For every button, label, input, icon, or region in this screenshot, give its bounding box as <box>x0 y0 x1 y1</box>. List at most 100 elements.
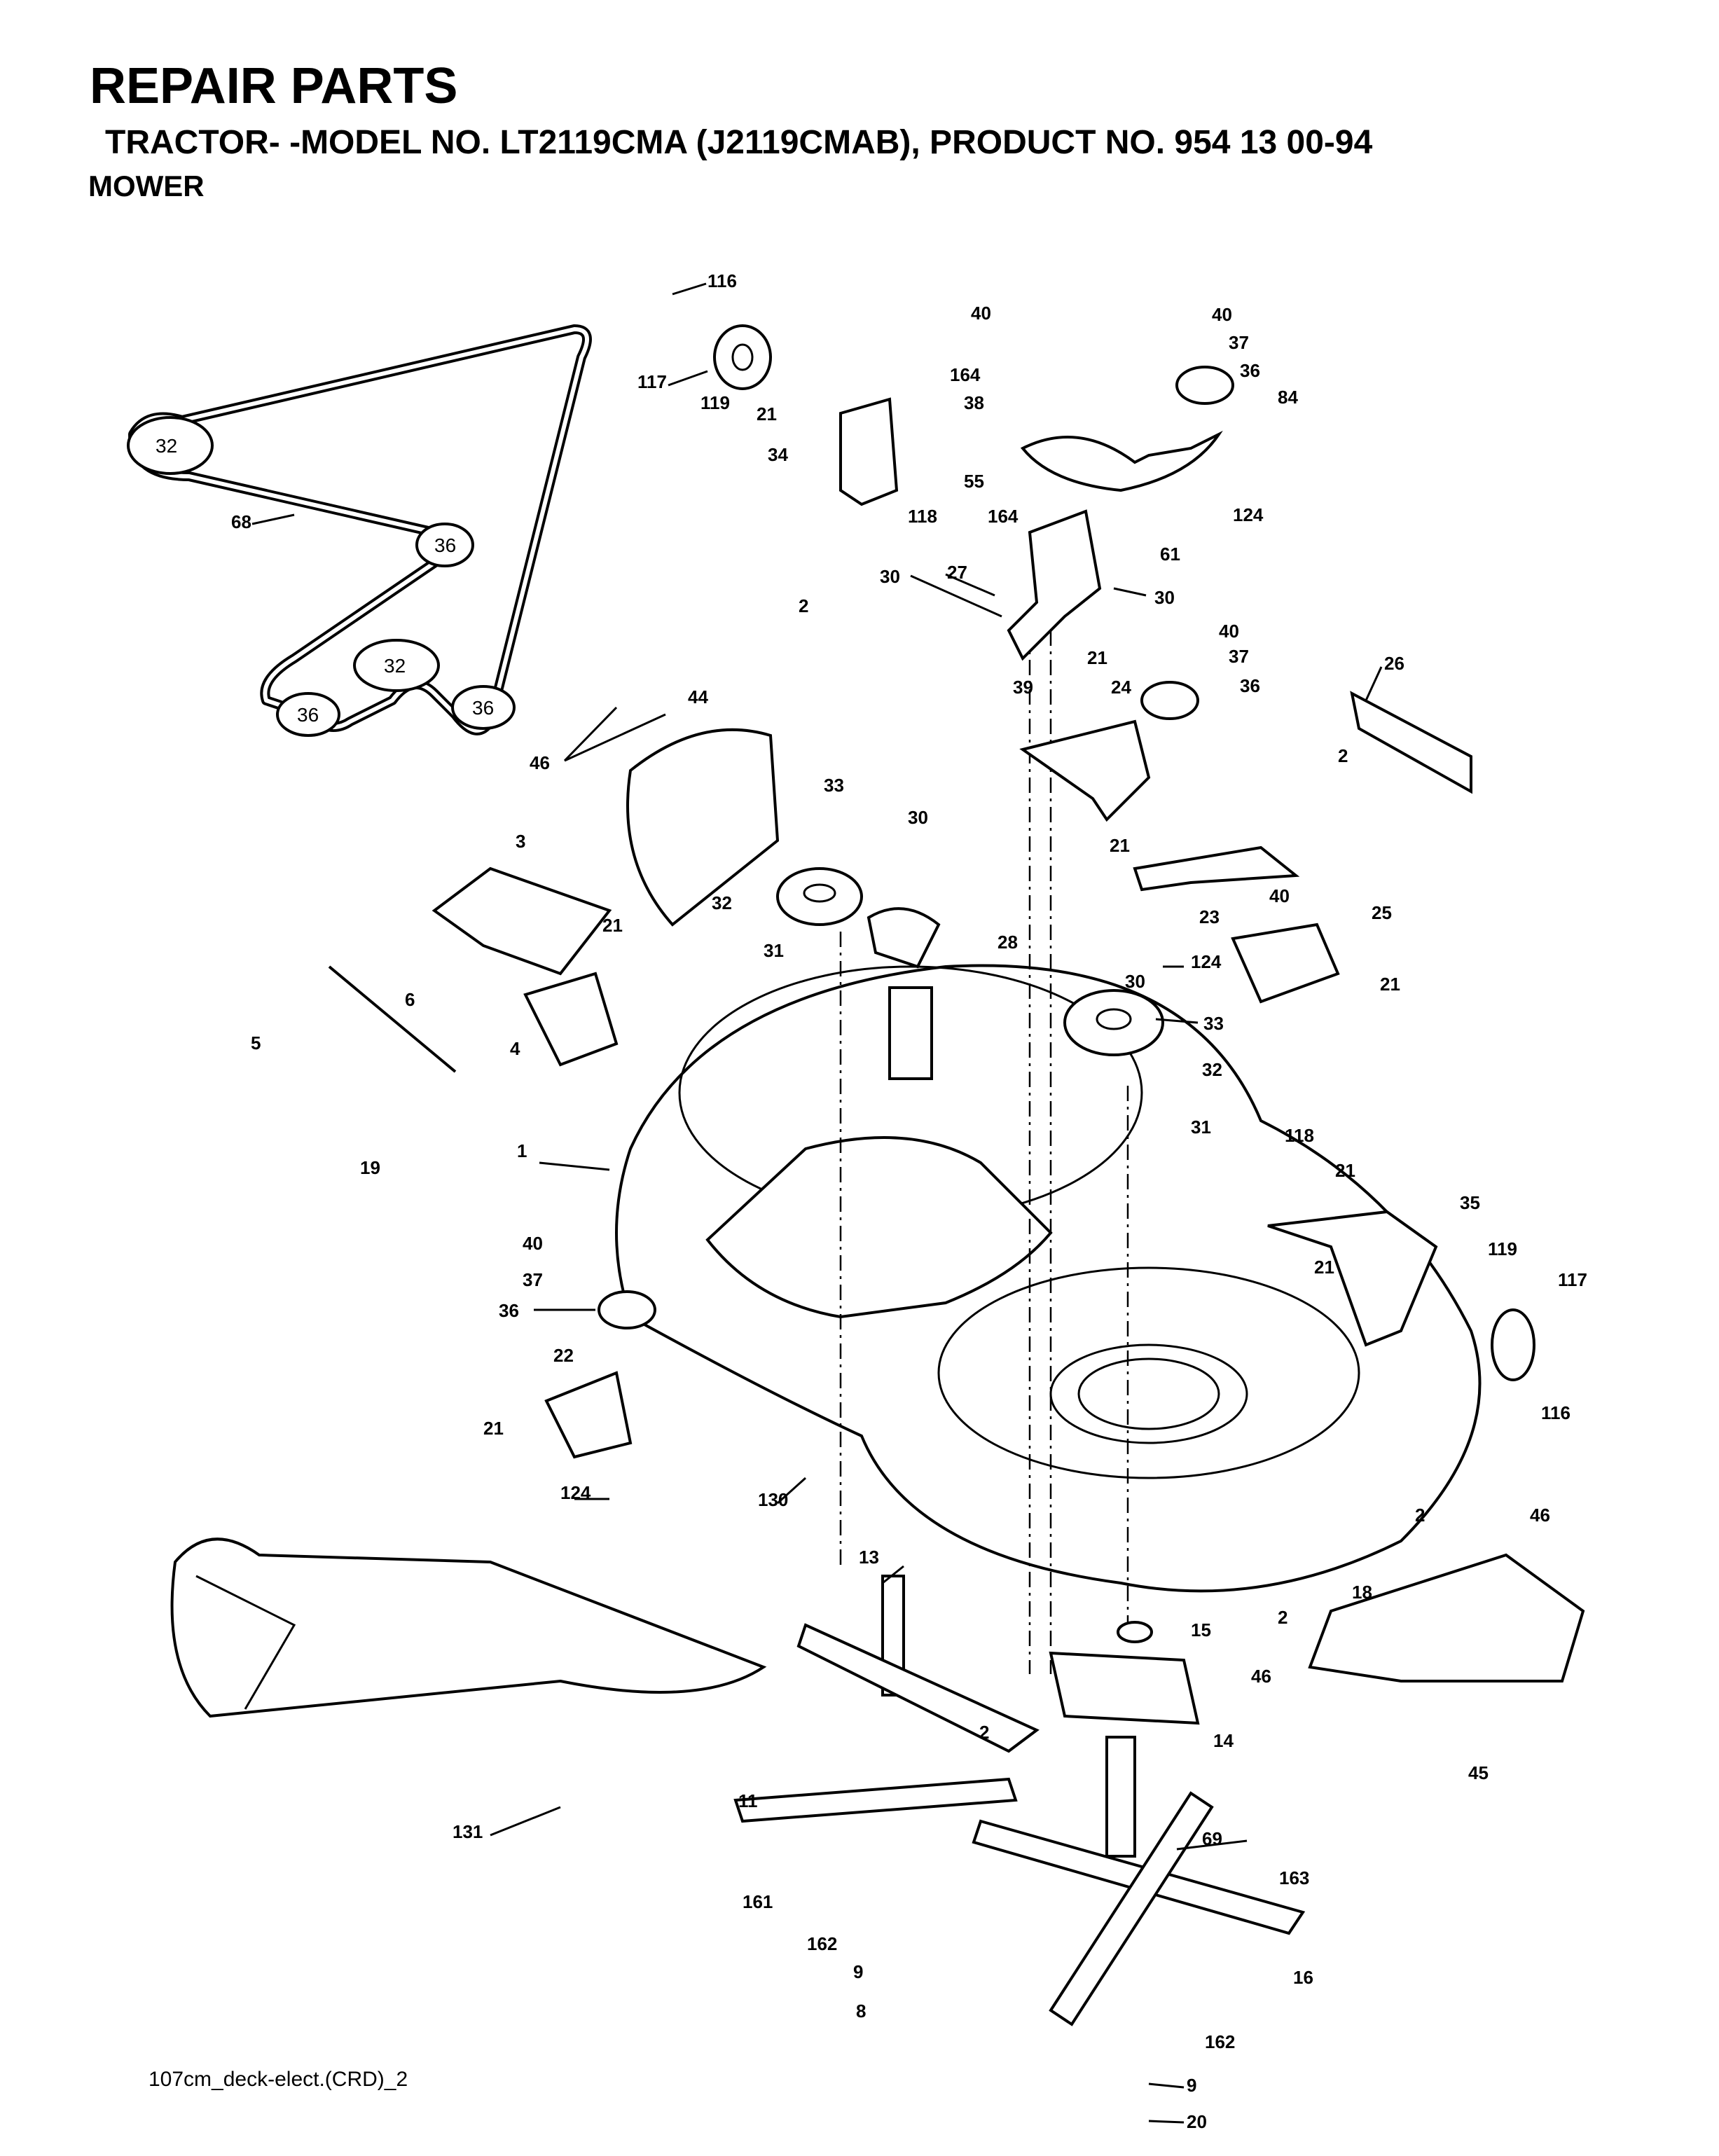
callout: 40 <box>1269 885 1290 906</box>
callout: 39 <box>1013 677 1033 698</box>
callout: 44 <box>688 686 708 707</box>
callout: 37 <box>523 1269 543 1290</box>
callout: 9 <box>853 1961 863 1982</box>
callout: 18 <box>1352 1582 1372 1603</box>
callout: 21 <box>1110 835 1130 856</box>
callout: 21 <box>1335 1160 1355 1181</box>
callout: 38 <box>964 392 984 413</box>
callout: 35 <box>1460 1192 1480 1213</box>
callout: 2 <box>1415 1505 1425 1526</box>
callout: 9 <box>1187 2075 1196 2096</box>
callout: 33 <box>1203 1013 1224 1034</box>
callout: 2 <box>1278 1607 1287 1628</box>
callout: 30 <box>880 566 900 587</box>
callout: 34 <box>768 444 788 465</box>
belt-routing-diagram: 32 36 32 36 36 <box>127 324 592 737</box>
callout: 21 <box>757 403 777 424</box>
callout: 118 <box>1285 1125 1314 1146</box>
callout: 164 <box>988 506 1019 527</box>
callout: 1 <box>517 1140 527 1161</box>
callout: 4 <box>510 1038 520 1059</box>
callout: 15 <box>1191 1619 1211 1640</box>
belt-pulley-label: 36 <box>434 534 456 556</box>
drawing-id: 107cm_deck-elect.(CRD)_2 <box>149 2068 408 2091</box>
callout: 130 <box>758 1489 788 1510</box>
callout: 119 <box>1488 1238 1517 1259</box>
callout: 131 <box>453 1821 483 1842</box>
callout: 2 <box>979 1722 989 1743</box>
mower-deck-housing <box>615 630 1482 1674</box>
callout: 31 <box>1191 1117 1211 1138</box>
callout-labels: 116 117 119 21 34 118 40 164 38 55 164 4… <box>231 270 1587 2132</box>
callout: 40 <box>971 303 991 324</box>
callout: 164 <box>950 364 981 385</box>
belt-pulley-label: 36 <box>297 704 319 726</box>
callout: 162 <box>807 1933 837 1954</box>
callout: 68 <box>231 511 251 532</box>
callout: 21 <box>483 1418 504 1439</box>
callout: 32 <box>1202 1059 1222 1080</box>
callout: 118 <box>908 506 937 527</box>
belt-pulley-label: 36 <box>472 697 494 719</box>
callout: 30 <box>908 807 928 828</box>
callout: 11 <box>738 1790 758 1811</box>
callout: 30 <box>1154 587 1175 608</box>
callout: 8 <box>856 2000 866 2022</box>
callout: 22 <box>553 1345 574 1366</box>
callout: 46 <box>1251 1666 1271 1687</box>
callout: 6 <box>405 989 415 1010</box>
brackets <box>328 397 1472 1459</box>
callout: 36 <box>1240 675 1260 696</box>
callout: 161 <box>743 1891 773 1912</box>
belt-pulley-label: 32 <box>156 435 177 457</box>
callout: 16 <box>1293 1967 1313 1988</box>
callout: 45 <box>1468 1762 1489 1783</box>
callout: 119 <box>700 392 730 413</box>
callout: 40 <box>523 1233 543 1254</box>
callout: 40 <box>1219 621 1239 642</box>
callout: 124 <box>1191 951 1222 972</box>
callout: 116 <box>707 270 737 291</box>
callout: 31 <box>764 940 784 961</box>
callout: 21 <box>1314 1257 1334 1278</box>
callout: 14 <box>1213 1730 1234 1751</box>
model-subtitle: TRACTOR- -MODEL NO. LT2119CMA (J2119CMAB… <box>105 124 1373 161</box>
callout: 46 <box>1530 1505 1550 1526</box>
blades-and-spindle <box>170 1537 1585 2026</box>
callout: 33 <box>824 775 844 796</box>
callout: 117 <box>637 371 667 392</box>
callout: 55 <box>964 471 984 492</box>
page-title: REPAIR PARTS <box>90 58 458 114</box>
callout: 124 <box>1233 504 1264 525</box>
callout: 116 <box>1541 1402 1570 1423</box>
callout: 13 <box>859 1547 879 1568</box>
callout: 117 <box>1558 1269 1587 1290</box>
callout: 84 <box>1278 387 1298 408</box>
callout: 28 <box>997 932 1018 953</box>
callout: 37 <box>1229 646 1249 667</box>
callout: 20 <box>1187 2111 1207 2132</box>
callout: 23 <box>1199 906 1220 927</box>
callout: 21 <box>602 915 623 936</box>
callout: 26 <box>1384 653 1404 674</box>
callout: 36 <box>499 1300 519 1321</box>
callout: 3 <box>516 831 525 852</box>
callout: 2 <box>799 595 808 616</box>
callout: 37 <box>1229 332 1249 353</box>
callout: 19 <box>360 1157 380 1178</box>
callout: 2 <box>1338 745 1348 766</box>
callout: 32 <box>712 892 732 913</box>
section-label: MOWER <box>88 170 205 202</box>
belt-pulley-label: 32 <box>384 655 406 677</box>
callout: 46 <box>530 752 550 773</box>
callout: 24 <box>1111 677 1131 698</box>
callout: 36 <box>1240 360 1260 381</box>
callout: 40 <box>1212 304 1232 325</box>
callout: 21 <box>1380 974 1400 995</box>
callout: 61 <box>1160 544 1180 565</box>
callout: 163 <box>1279 1867 1309 1888</box>
callout: 30 <box>1125 971 1145 992</box>
leader-lines <box>251 282 1383 2124</box>
